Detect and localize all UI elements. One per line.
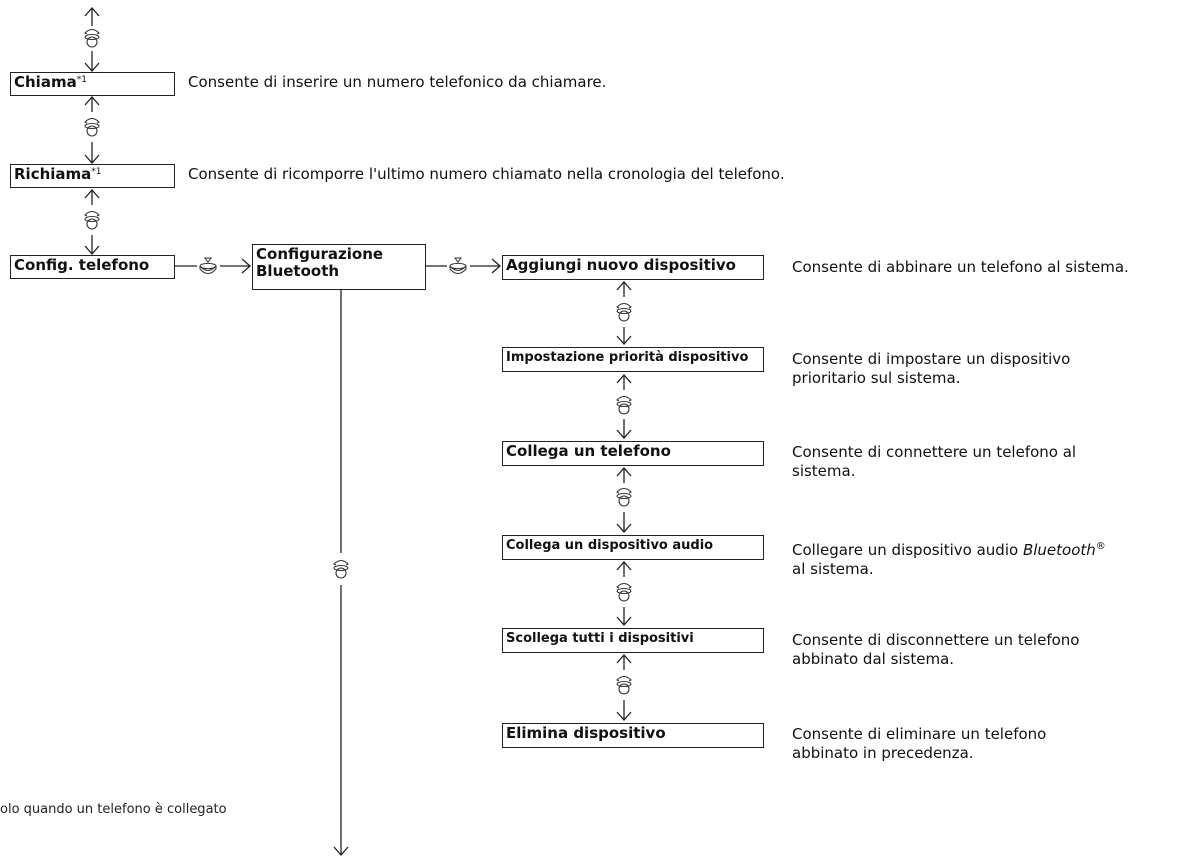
selector-rotate-icon (84, 28, 100, 48)
selector-rotate-icon (616, 487, 632, 507)
description-line: Collegare un dispositivo audio Bluetooth… (792, 537, 1106, 560)
submenu-item-description: Consente di connettere un telefono al si… (792, 443, 1076, 481)
selector-rotate-icon (84, 117, 100, 137)
registered-mark: ® (1095, 541, 1106, 552)
submenu-item-disconnect-all: Scollega tutti i dispositivi (502, 628, 764, 653)
description-line: prioritario sul sistema. (792, 369, 961, 387)
menu-item-label-line2: Bluetooth (256, 262, 340, 280)
menu-item-phone-setup: Config. telefono (10, 255, 175, 279)
submenu-item-label: Aggiungi nuovo dispositivo (506, 256, 736, 274)
submenu-item-connect-phone: Collega un telefono (502, 441, 764, 466)
footnote-mark: *1 (91, 167, 102, 177)
description-line: al sistema. (792, 560, 874, 578)
footnote-mark: *1 (76, 75, 87, 85)
submenu-item-description: Consente di disconnettere un telefono ab… (792, 631, 1079, 669)
selector-press-icon (199, 257, 217, 275)
submenu-item-label: Scollega tutti i dispositivi (506, 631, 694, 646)
submenu-item-label: Collega un telefono (506, 442, 671, 460)
submenu-item-add-device: Aggiungi nuovo dispositivo (502, 255, 764, 280)
submenu-item-description: Consente di abbinare un telefono al sist… (792, 258, 1129, 276)
menu-item-dial: Chiama*1 (10, 72, 175, 96)
description-line: sistema. (792, 462, 856, 480)
submenu-item-connect-audio: Collega un dispositivo audio (502, 535, 764, 560)
submenu-item-label: Collega un dispositivo audio (506, 538, 714, 553)
submenu-item-label: Elimina dispositivo (506, 724, 666, 742)
description-line: abbinato dal sistema. (792, 650, 955, 668)
description-line: abbinato in precedenza. (792, 744, 974, 762)
description-line: Consente di impostare un dispositivo (792, 350, 1071, 368)
selector-rotate-icon (84, 210, 100, 230)
selector-rotate-icon (616, 395, 632, 415)
menu-item-redial: Richiama*1 (10, 164, 175, 188)
selector-rotate-icon (616, 302, 632, 322)
description-text: Collegare un dispositivo audio (792, 541, 1023, 559)
description-line: Consente di connettere un telefono al (792, 443, 1077, 461)
footnote-text: olo quando un telefono è collegato (0, 802, 227, 817)
selector-press-icon (449, 257, 467, 275)
menu-item-label: Richiama (14, 165, 92, 183)
submenu-item-description: Consente di impostare un dispositivo pri… (792, 350, 1070, 388)
menu-item-bluetooth-setup: Configurazione Bluetooth (252, 244, 426, 290)
menu-item-label: Chiama (14, 73, 77, 91)
selector-rotate-icon (616, 582, 632, 602)
menu-item-description: Consente di ricomporre l'ultimo numero c… (188, 165, 785, 183)
menu-item-label-line1: Configurazione (256, 245, 384, 263)
bluetooth-brand-text: Bluetooth (1022, 541, 1096, 559)
menu-item-label: Config. telefono (14, 256, 150, 274)
submenu-item-label: Impostazione priorità dispositivo (506, 350, 749, 365)
selector-rotate-icon (616, 675, 632, 695)
description-line: Consente di eliminare un telefono (792, 725, 1047, 743)
submenu-item-device-priority: Impostazione priorità dispositivo (502, 347, 764, 372)
submenu-item-description: Collegare un dispositivo audio Bluetooth… (792, 537, 1106, 579)
selector-rotate-icon (333, 559, 349, 579)
submenu-item-delete-device: Elimina dispositivo (502, 723, 764, 748)
menu-item-description: Consente di inserire un numero telefonic… (188, 73, 607, 91)
submenu-item-description: Consente di eliminare un telefono abbina… (792, 725, 1046, 763)
description-line: Consente di disconnettere un telefono (792, 631, 1080, 649)
